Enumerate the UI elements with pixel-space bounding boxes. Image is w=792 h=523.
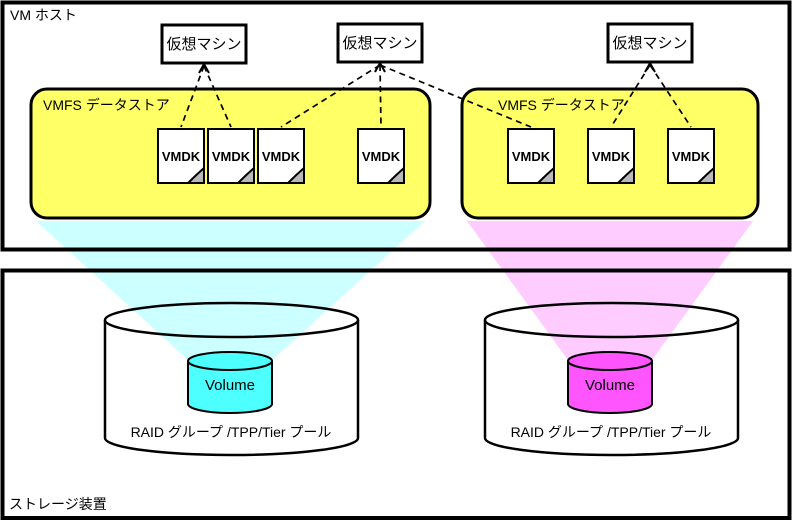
vm-vmdk-connectors xyxy=(180,64,692,128)
volume-label-left: Volume xyxy=(205,377,255,394)
volume-label-right: Volume xyxy=(585,377,635,394)
virtual-machine-box: 仮想マシン xyxy=(336,22,424,64)
vmdk-icon: VMDK xyxy=(357,128,405,184)
datastore-to-volume-beam-left xyxy=(36,221,425,360)
virtual-machine-label: 仮想マシン xyxy=(612,35,687,52)
volume-cylinder-right: Volume xyxy=(567,351,653,414)
vmdk-label: VMDK xyxy=(592,149,631,164)
vmdk-icon: VMDK xyxy=(667,128,715,184)
vmdk-icon: VMDK xyxy=(157,128,205,184)
virtual-machine-label: 仮想マシン xyxy=(342,35,417,52)
arrowhead-up-icon xyxy=(198,60,656,74)
vmdk-icon: VMDK xyxy=(257,128,305,184)
vmdk-label: VMDK xyxy=(212,149,251,164)
vmdk-label: VMDK xyxy=(672,149,711,164)
vmdk-label: VMDK xyxy=(512,149,551,164)
vmdk-icon: VMDK xyxy=(507,128,555,184)
virtual-machine-box: 仮想マシン xyxy=(606,22,694,64)
virtual-machine-box: 仮想マシン xyxy=(160,23,248,65)
vm-host-label: VM ホスト xyxy=(10,7,77,23)
vmdk-label: VMDK xyxy=(362,149,401,164)
vmfs-datastore-label-right: VMFS データストア xyxy=(498,97,625,113)
datastore-to-volume-beam-right xyxy=(467,221,753,360)
vmdk-label: VMDK xyxy=(162,149,201,164)
raid-pool-label-right: RAID グループ /TPP/Tier プール xyxy=(511,424,712,440)
vmdk-icon: VMDK xyxy=(587,128,635,184)
storage-device-label: ストレージ装置 xyxy=(9,496,107,512)
vmfs-datastore-label-left: VMFS データストア xyxy=(43,97,170,113)
raid-pool-label-left: RAID グループ /TPP/Tier プール xyxy=(131,424,332,440)
vmdk-label: VMDK xyxy=(262,149,301,164)
volume-cylinder-left: Volume xyxy=(187,351,273,414)
vmdk-icon: VMDK xyxy=(207,128,255,184)
virtual-machine-label: 仮想マシン xyxy=(166,36,241,53)
